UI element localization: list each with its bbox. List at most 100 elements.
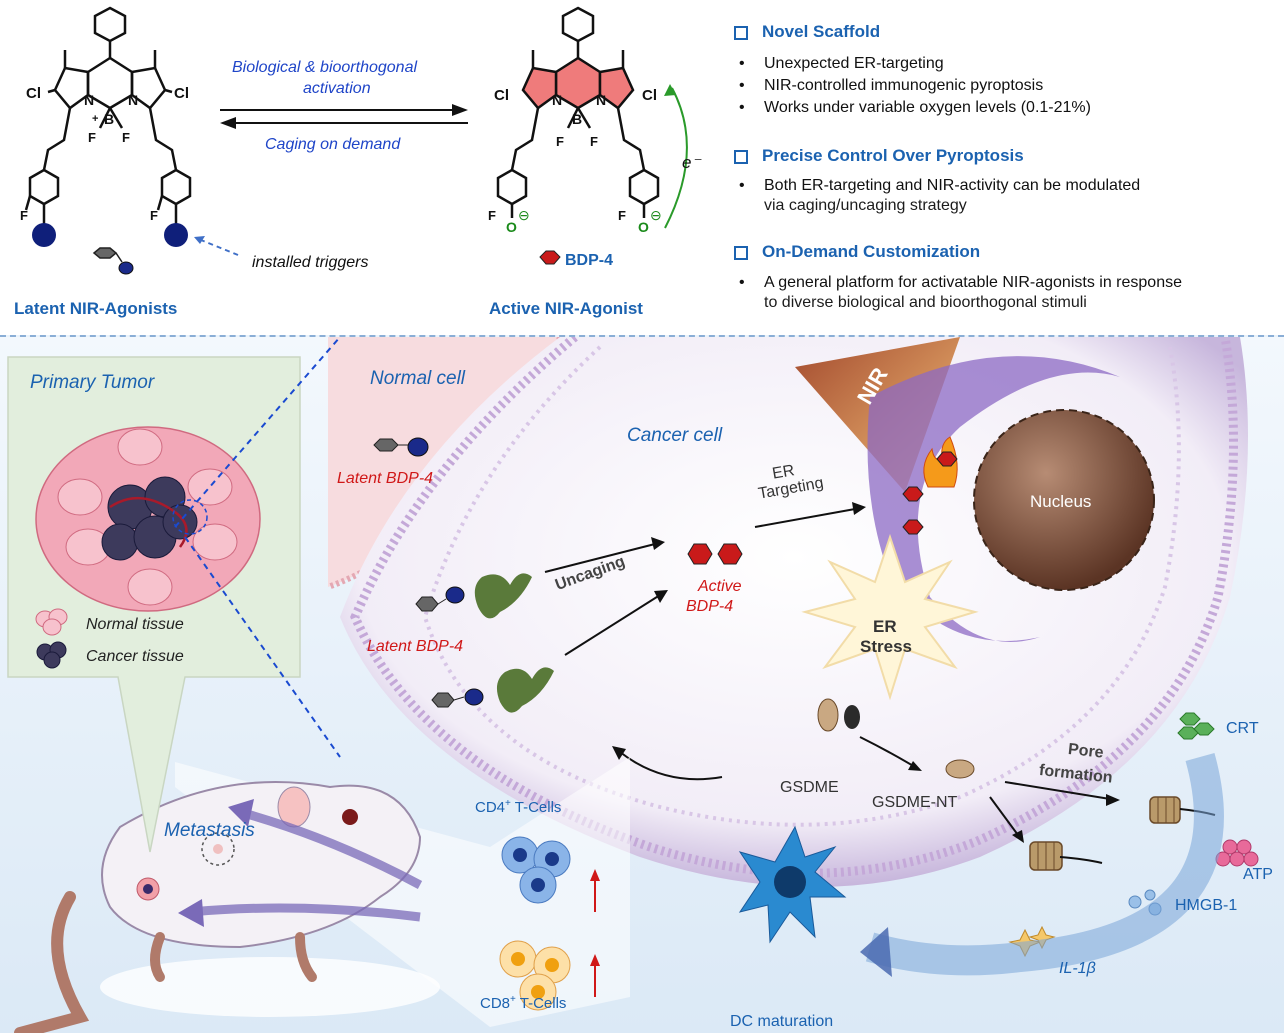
pore2-release-arrow: [1059, 856, 1103, 864]
feature-3-bullet-1-cont: to diverse biological and bioorthogonal …: [764, 294, 1087, 311]
primary-tumor-label: Primary Tumor: [30, 372, 155, 393]
forward-arrowhead: [452, 104, 468, 116]
uncaging-arrow-2: [564, 594, 661, 656]
electron-label: e⁻: [682, 153, 702, 172]
cancer-tissue-label: Cancer tissue: [86, 648, 184, 665]
chem-n-left: N: [84, 92, 94, 108]
cd4-text: CD4: [475, 799, 506, 816]
tumor-normal-cells: [57, 428, 238, 606]
gsdme-label: GSDME: [780, 779, 839, 796]
cd4-up-arrowhead: [590, 869, 600, 881]
metastasis-arrowhead-2: [178, 899, 204, 927]
latent-bdp4-normal-icon: [373, 437, 429, 457]
chem-n-active-right: N: [596, 92, 606, 108]
feature-2-bullet-1-cont: via caging/uncaging strategy: [764, 197, 967, 214]
chem-n-right: N: [128, 92, 138, 108]
active-bodipy-structure: [496, 6, 660, 218]
crt-icon: [1177, 712, 1215, 740]
gsdme-nt-icon: [945, 759, 975, 779]
dendritic-cell-icon: [738, 825, 847, 944]
tumor-cancer-cells: [101, 476, 198, 561]
uncaging-arrowhead-1: [651, 537, 665, 550]
atp-icon: [1215, 839, 1259, 867]
arrow-label-bottom: Caging on demand: [265, 136, 401, 153]
cd4-tcells-text: T-Cells: [510, 799, 562, 816]
chem-o-right: O: [638, 219, 649, 235]
er-stress-label-1: ER: [873, 617, 897, 636]
chem-o-left: O: [506, 219, 517, 235]
endoplasmic-reticulum: [867, 356, 1120, 642]
feature-3-bullet-1: A general platform for activatable NIR-a…: [739, 272, 1182, 294]
normal-tissue-label: Normal tissue: [86, 616, 184, 633]
chem-f-b2: F: [122, 130, 130, 145]
cd8-tcells-icon: [499, 940, 571, 1011]
gsdme-icon-right: [844, 705, 860, 729]
il1b-label: IL-1β: [1059, 960, 1096, 977]
pore-arrow: [1004, 781, 1111, 800]
chem-f-active-b1: F: [556, 134, 564, 149]
chem-f-b1: F: [88, 130, 96, 145]
feature-2-checkbox-icon: [734, 150, 748, 164]
chem-f-aryl2: F: [150, 208, 158, 223]
cd4-tcells-icon: [501, 836, 571, 904]
chem-f-aryl1: F: [20, 208, 28, 223]
reverse-arrowhead: [220, 117, 236, 129]
metastasis-arrowhead-1: [228, 799, 254, 827]
uncaging-arrow-1: [544, 543, 656, 573]
installed-triggers-label: installed triggers: [252, 254, 369, 271]
cd8-text: CD8: [480, 995, 511, 1012]
chem-f-active-aryl1: F: [488, 208, 496, 223]
gsdme-nt-arrowhead: [1012, 830, 1024, 843]
chem-f-active-aryl2: F: [618, 208, 626, 223]
cancer-cell-label: Cancer cell: [627, 425, 723, 446]
crt-label: CRT: [1226, 720, 1259, 737]
gsdme-nt-label: GSDME-NT: [872, 794, 958, 811]
trigger-icon: [92, 247, 134, 275]
feature-3-checkbox-icon: [734, 246, 748, 260]
feature-1-bullet-1: Unexpected ER-targeting: [739, 53, 944, 75]
er-stress-label-2: Stress: [860, 637, 912, 656]
trigger-ball-left: [32, 223, 56, 247]
chem-cl-active-left: Cl: [494, 87, 509, 104]
active-bdp4-hexagon-2: [717, 543, 743, 565]
chem-cl-left: Cl: [26, 85, 41, 102]
bottom-illustration: [7, 337, 1259, 1033]
feature-3-title: On-Demand Customization: [762, 242, 981, 261]
electron-arrowhead: [664, 84, 676, 96]
bdp4-hexagon-icon: [539, 250, 561, 265]
metastasis-label: Metastasis: [164, 820, 255, 841]
chem-n-active-left: N: [552, 92, 562, 108]
feature-1-bullet-3: Works under variable oxygen levels (0.1-…: [739, 97, 1091, 119]
cd4-tcells-label: CD4+ T-Cells: [475, 798, 561, 816]
dc-flow-arrowhead: [860, 927, 892, 977]
chem-plus: +: [92, 113, 98, 125]
feature-1-title: Novel Scaffold: [762, 22, 881, 41]
latent-agonists-title: Latent NIR-Agonists: [14, 299, 178, 318]
feature-2-bullet-1: Both ER-targeting and NIR-activity can b…: [739, 175, 1140, 197]
gsdme-arrow: [859, 736, 916, 768]
section-divider: [0, 335, 1284, 337]
chem-ominus-left: ⊖: [518, 207, 530, 223]
atp-label: ATP: [1243, 866, 1273, 883]
nucleus-label: Nucleus: [1030, 492, 1092, 511]
active-bdp4-label-1: Active: [698, 578, 742, 595]
metastasis-arrow-2: [189, 903, 421, 922]
feature-1-checkbox-icon: [734, 26, 748, 40]
dc-flow-arrow: [865, 752, 1224, 976]
chem-b: B: [104, 111, 114, 127]
dc-maturation-label: DC maturation: [730, 1013, 834, 1030]
chem-b-active: B: [572, 111, 582, 127]
cd8-tcells-text: T-Cells: [515, 995, 567, 1012]
feature-1-bullet-2: NIR-controlled immunogenic pyroptosis: [739, 75, 1043, 97]
cd4-sup: +: [505, 798, 511, 809]
cancer-tissue-legend-icon: [36, 641, 67, 669]
er-hexagons: [902, 451, 958, 535]
normal-tissue-legend-icon: [35, 608, 68, 636]
chem-cl-right: Cl: [174, 85, 189, 102]
er-stress-burst: [801, 533, 979, 701]
chem-cl-active-right: Cl: [642, 87, 657, 104]
cd8-up-arrowhead: [590, 954, 600, 966]
trigger-arrowhead: [194, 236, 205, 244]
receptor-1: [415, 573, 532, 619]
gsdme-icon-left: [817, 698, 839, 732]
